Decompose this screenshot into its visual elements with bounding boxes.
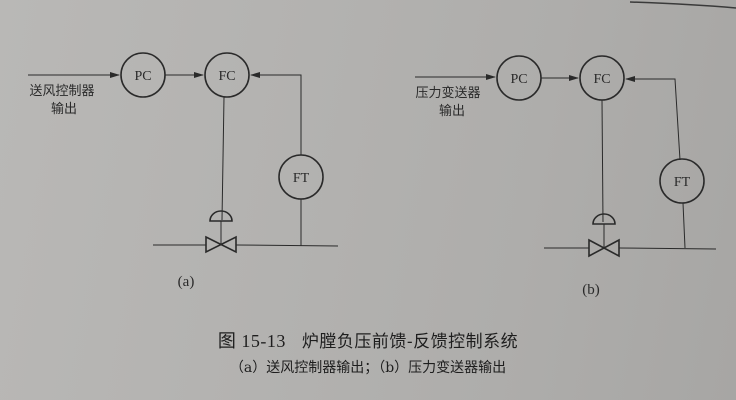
fc-to-valve-line-a bbox=[221, 96, 225, 221]
input-label-a-line2: 输出 bbox=[51, 101, 77, 117]
sub-label-a: (a) bbox=[178, 274, 195, 290]
valve-actuator-a bbox=[209, 210, 233, 222]
valve-body-b bbox=[588, 238, 620, 258]
valve-actuator-b bbox=[592, 213, 616, 225]
figure-number: 图 15-13 bbox=[217, 331, 286, 351]
pc-label-a: PC bbox=[134, 69, 151, 84]
diagram-a bbox=[28, 52, 339, 254]
fc-to-valve-line-b bbox=[601, 99, 604, 223]
fc-node-a bbox=[204, 52, 250, 98]
ft-tap-line-b bbox=[682, 202, 686, 249]
ft-label-b: FT bbox=[674, 175, 691, 190]
input-label-b-line2: 输出 bbox=[439, 103, 465, 119]
pipe-right-b bbox=[618, 247, 717, 250]
ft-label-a: FT bbox=[293, 171, 310, 186]
fc-label-b: FC bbox=[593, 72, 610, 87]
diagram-b bbox=[415, 55, 717, 258]
fc-label-a: FC bbox=[218, 69, 235, 84]
ft-node-b bbox=[659, 158, 705, 204]
pipe-right-a bbox=[235, 244, 339, 247]
figure-caption-title: 图 15-13 炉膛负压前馈-反馈控制系统 bbox=[0, 327, 736, 353]
ft-feedback-line-b bbox=[625, 76, 681, 161]
input-label-a-line1: 送风控制器 bbox=[29, 84, 94, 99]
input-label-b-line1: 压力变送器 bbox=[415, 85, 480, 101]
figure-caption-subtitle: （a）送风控制器输出；（b）压力变送器输出 bbox=[229, 360, 507, 376]
pc-label-b: PC bbox=[510, 72, 527, 87]
sub-label-b: (b) bbox=[582, 282, 600, 298]
ft-feedback-line-a bbox=[250, 72, 302, 155]
figure-title: 炉膛负压前馈-反馈控制系统 bbox=[301, 332, 519, 352]
valve-body-a bbox=[205, 235, 237, 254]
page-edge bbox=[629, 1, 736, 9]
